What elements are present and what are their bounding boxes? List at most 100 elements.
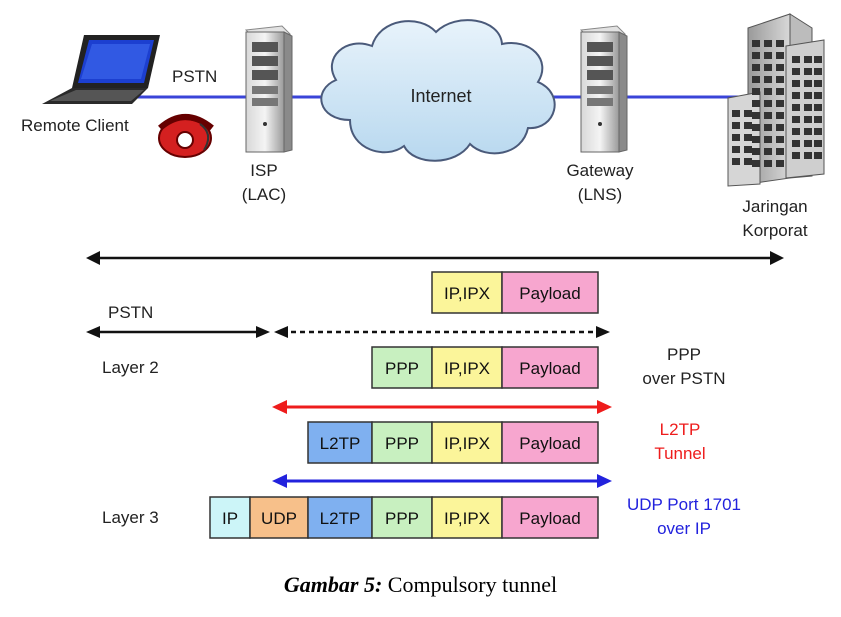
packet-field-ip-ipx	[431, 496, 503, 539]
ppp-note-line2: over PSTN	[642, 369, 725, 388]
packet-field-ip-ipx	[431, 271, 503, 314]
building-window	[764, 52, 772, 59]
lac-label: (LAC)	[242, 185, 286, 204]
building-window	[804, 128, 812, 135]
layer3-label: Layer 3	[102, 508, 159, 527]
building-window	[752, 64, 760, 71]
packet-field-label: IP,IPX	[444, 359, 490, 378]
building-window	[776, 136, 784, 143]
packet-field-label: IP,IPX	[444, 284, 490, 303]
building-window	[804, 92, 812, 99]
building-window	[792, 92, 800, 99]
building-window	[804, 80, 812, 87]
packet-field-ip	[209, 496, 251, 539]
building-window	[744, 158, 752, 165]
ppp-note-line1: PPP	[667, 345, 701, 364]
building-window	[804, 56, 812, 63]
building-window	[752, 100, 760, 107]
building-window	[752, 88, 760, 95]
packet-field-l2tp	[307, 496, 373, 539]
building-window	[764, 160, 772, 167]
gateway-server-icon	[579, 25, 628, 153]
building-window	[804, 116, 812, 123]
udp-note-line2: over IP	[657, 519, 711, 538]
packet-field-label: IP	[222, 509, 238, 528]
building-window	[814, 152, 822, 159]
gateway-label: Gateway	[566, 161, 634, 180]
remote-client-label: Remote Client	[21, 116, 129, 135]
laptop-icon	[42, 35, 160, 104]
l2tp-note-line2: Tunnel	[654, 444, 705, 463]
packet-field-ip-ipx	[431, 421, 503, 464]
packet-field-ppp	[371, 346, 433, 389]
building-window	[792, 140, 800, 147]
building-window	[814, 128, 822, 135]
building-window	[792, 116, 800, 123]
packet-field-ppp	[371, 421, 433, 464]
building-window	[792, 152, 800, 159]
internet-cloud-icon	[320, 19, 556, 162]
building-window	[764, 112, 772, 119]
packet-field-label: PPP	[385, 509, 419, 528]
corporate-network-label-2: Korporat	[742, 221, 807, 240]
building-window	[776, 148, 784, 155]
building-window	[804, 68, 812, 75]
building-window	[744, 122, 752, 129]
packet-field-label: Payload	[519, 434, 580, 453]
packet-field-label: Payload	[519, 509, 580, 528]
pstn-link-label: PSTN	[172, 67, 217, 86]
building-window	[792, 56, 800, 63]
building-window	[764, 76, 772, 83]
telephone-icon	[158, 114, 214, 158]
building-window	[776, 64, 784, 71]
figure-caption: Gambar 5: Compulsory tunnel	[0, 572, 841, 598]
pstn-arrow	[86, 326, 270, 338]
building-window	[732, 122, 740, 129]
packet-field-label: PPP	[385, 359, 419, 378]
udp-note-line1: UDP Port 1701	[627, 495, 741, 514]
packet-field-label: PPP	[385, 434, 419, 453]
building-window	[764, 64, 772, 71]
packet-field-label: Payload	[519, 359, 580, 378]
corporate-network-label: Jaringan	[742, 197, 807, 216]
building-window	[732, 110, 740, 117]
building-window	[792, 68, 800, 75]
l2tp-tunnel-arrow	[272, 400, 612, 414]
building-window	[764, 88, 772, 95]
building-window	[814, 116, 822, 123]
building-window	[776, 52, 784, 59]
building-window	[764, 136, 772, 143]
building-window	[814, 68, 822, 75]
packet-field-label: IP,IPX	[444, 509, 490, 528]
building-window	[804, 104, 812, 111]
packet-field-l2tp	[307, 421, 373, 464]
packet-field-udp	[249, 496, 309, 539]
building-window	[752, 76, 760, 83]
building-window	[814, 104, 822, 111]
ppp-dashed-arrow	[274, 326, 610, 338]
building-window	[814, 80, 822, 87]
building-window	[776, 160, 784, 167]
end-to-end-arrow	[86, 251, 784, 265]
packet-field-label: L2TP	[320, 509, 361, 528]
building-window	[752, 52, 760, 59]
building-window	[776, 124, 784, 131]
building-window	[732, 134, 740, 141]
building-window	[752, 148, 760, 155]
packet-field-payload	[501, 421, 599, 464]
packet-field-ip-ipx	[431, 346, 503, 389]
internet-label: Internet	[410, 86, 471, 106]
building-window	[764, 148, 772, 155]
packet-field-payload	[501, 346, 599, 389]
building-window	[792, 128, 800, 135]
building-window	[752, 124, 760, 131]
isp-label: ISP	[250, 161, 277, 180]
pstn-lane-label: PSTN	[108, 303, 153, 322]
building-window	[776, 88, 784, 95]
building-window	[792, 104, 800, 111]
building-window	[792, 80, 800, 87]
building-window	[764, 100, 772, 107]
building-window	[752, 112, 760, 119]
